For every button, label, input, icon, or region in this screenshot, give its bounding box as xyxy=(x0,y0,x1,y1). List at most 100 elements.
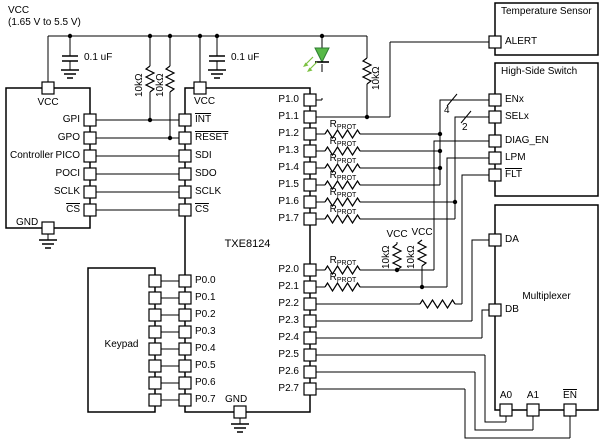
chip-pin-label-p12: P1.2 xyxy=(278,128,299,139)
resistor-icon xyxy=(165,65,175,93)
chip-pin-label-p25: P2.5 xyxy=(278,349,299,360)
chip-vcc-pin-label: VCC xyxy=(194,96,216,107)
chip-pin-label-p00: P0.0 xyxy=(195,275,216,286)
chip-title: TXE8124 xyxy=(224,238,271,250)
keypad-wires xyxy=(161,280,179,401)
rprot-label: RPROT xyxy=(329,187,357,199)
mux-pin-label-da: DA xyxy=(505,234,519,245)
chip-pin-label-sdi: SDI xyxy=(195,150,212,161)
vcc-rail-label: VCC xyxy=(8,5,30,16)
hss-pin-label-lpm: LPM xyxy=(505,152,526,163)
component-boxes xyxy=(5,2,599,413)
chip-pin-label-p04: P0.4 xyxy=(195,343,216,354)
chip-pin-label-p05: P0.5 xyxy=(195,360,216,371)
ground-icon xyxy=(60,69,80,79)
chip-pin-label-p27: P2.7 xyxy=(278,383,299,394)
chip-pin-label-p14: P1.4 xyxy=(278,162,299,173)
resistor-icon xyxy=(145,65,155,93)
chip-pin-label-int: INT xyxy=(195,114,212,125)
rprot-label: RPROT xyxy=(329,272,357,284)
chip-pin-label-p13: P1.3 xyxy=(278,145,299,156)
rprot-label: RPROT xyxy=(329,170,357,182)
chip-pin-label-p10: P1.0 xyxy=(278,94,299,105)
controller-box xyxy=(5,87,91,229)
chip-pin-label-p16: P1.6 xyxy=(278,196,299,207)
controller-pin-label-gpi: GPI xyxy=(62,114,80,125)
rprot-label: RPROT xyxy=(329,153,357,165)
chip-pin-label-p24: P2.4 xyxy=(278,332,299,343)
chip-gnd-pin-label: GND xyxy=(225,394,248,405)
controller-pin-label-pico: PICO xyxy=(55,150,80,161)
chip-pin-label-p06: P0.6 xyxy=(195,377,216,388)
mux-pin-label-a1: A1 xyxy=(526,390,540,401)
chip-pin-label-p21: P2.1 xyxy=(278,281,299,292)
resistor-icon xyxy=(362,57,372,85)
chip-pin-label-p23: P2.3 xyxy=(278,315,299,326)
led-icon xyxy=(303,47,330,72)
chip-pin-label-sclk: SCLK xyxy=(195,186,222,197)
p2-pullup2-vcc-label: VCC xyxy=(411,227,433,238)
ground-icon xyxy=(38,239,58,249)
chip-pin-label-p26: P2.6 xyxy=(278,366,299,377)
controller-pin-label-cs: CS xyxy=(66,204,80,215)
wires xyxy=(47,35,571,439)
bus-slash-icon xyxy=(446,93,472,124)
controller-gnd-pin-label: GND xyxy=(16,217,39,228)
resistor-icon xyxy=(419,299,456,309)
multiplexer-title: Multiplexer xyxy=(522,291,571,302)
hss-pin-label-flt: FLT xyxy=(505,169,523,180)
vcc-rail-wires xyxy=(47,35,368,138)
p1-wires xyxy=(316,41,489,220)
chip-pin-label-p01: P0.1 xyxy=(195,292,216,303)
spi-wires xyxy=(96,119,179,211)
chip-pin-label-sdo: SDO xyxy=(195,168,217,179)
high-side-switch-box xyxy=(494,62,599,197)
hss-pin-label-diagen: DIAG_EN xyxy=(505,135,549,146)
chip-pin-label-p17: P1.7 xyxy=(278,213,299,224)
reset-pullup-value-label: 10kΩ xyxy=(155,73,166,97)
ground-icon xyxy=(207,69,227,79)
ground-icon xyxy=(230,423,250,433)
controller-pin-label-sclk: SCLK xyxy=(53,186,80,197)
temperature-sensor-box xyxy=(494,2,599,56)
chip-pin-label-p22: P2.2 xyxy=(278,298,299,309)
high-side-switch-title: High-Side Switch xyxy=(501,66,578,77)
capacitor-icon xyxy=(62,55,225,62)
selx-bus-width-label: 2 xyxy=(462,122,468,133)
controller-pin-label-poci: POCI xyxy=(55,168,80,179)
chip-pin-label-p03: P0.3 xyxy=(195,326,216,337)
temperature-sensor-title: Temperature Sensor xyxy=(501,6,592,17)
chip-pin-label-cs: CS xyxy=(195,204,209,215)
enx-bus-width-label: 4 xyxy=(444,105,450,116)
controller-vcc-pin-label: VCC xyxy=(37,97,59,108)
mux-pin-label-db: DB xyxy=(505,304,519,315)
chip-box xyxy=(184,87,311,413)
alert-pin-label: ALERT xyxy=(505,36,538,47)
chip-pin-label-p15: P1.5 xyxy=(278,179,299,190)
chip-pin-label-p07: P0.7 xyxy=(195,394,216,405)
controller-title: Controller xyxy=(10,150,54,161)
cap1-value-label: 0.1 uF xyxy=(84,52,113,63)
keypad-title: Keypad xyxy=(104,339,139,350)
ground-stub-wires xyxy=(47,234,241,424)
chip-pin-label-p02: P0.2 xyxy=(195,309,216,320)
p2-pullup1-vcc-label: VCC xyxy=(386,229,408,240)
int-pullup-value-label: 10kΩ xyxy=(134,73,145,97)
rprot-label: RPROT xyxy=(329,204,357,216)
mux-pin-label-a0: A0 xyxy=(499,390,513,401)
mux-pin-label-en: EN xyxy=(563,390,577,401)
hss-pin-label-selx: SELx xyxy=(505,111,529,122)
alert-pullup-value-label: 10kΩ xyxy=(371,66,382,90)
resistor-icon xyxy=(392,243,402,271)
multiplexer-box xyxy=(494,204,599,411)
rprot-label: RPROT xyxy=(329,136,357,148)
rprot-label: RPROT xyxy=(329,119,357,131)
p2-wires xyxy=(316,140,571,439)
p2-pullup1-value-label: 10kΩ xyxy=(381,245,392,269)
keypad-box xyxy=(87,267,156,413)
rprot-label: RPROT xyxy=(329,255,357,267)
vcc-range-label: (1.65 V to 5.5 V) xyxy=(8,17,81,28)
cap2-value-label: 0.1 uF xyxy=(231,52,260,63)
